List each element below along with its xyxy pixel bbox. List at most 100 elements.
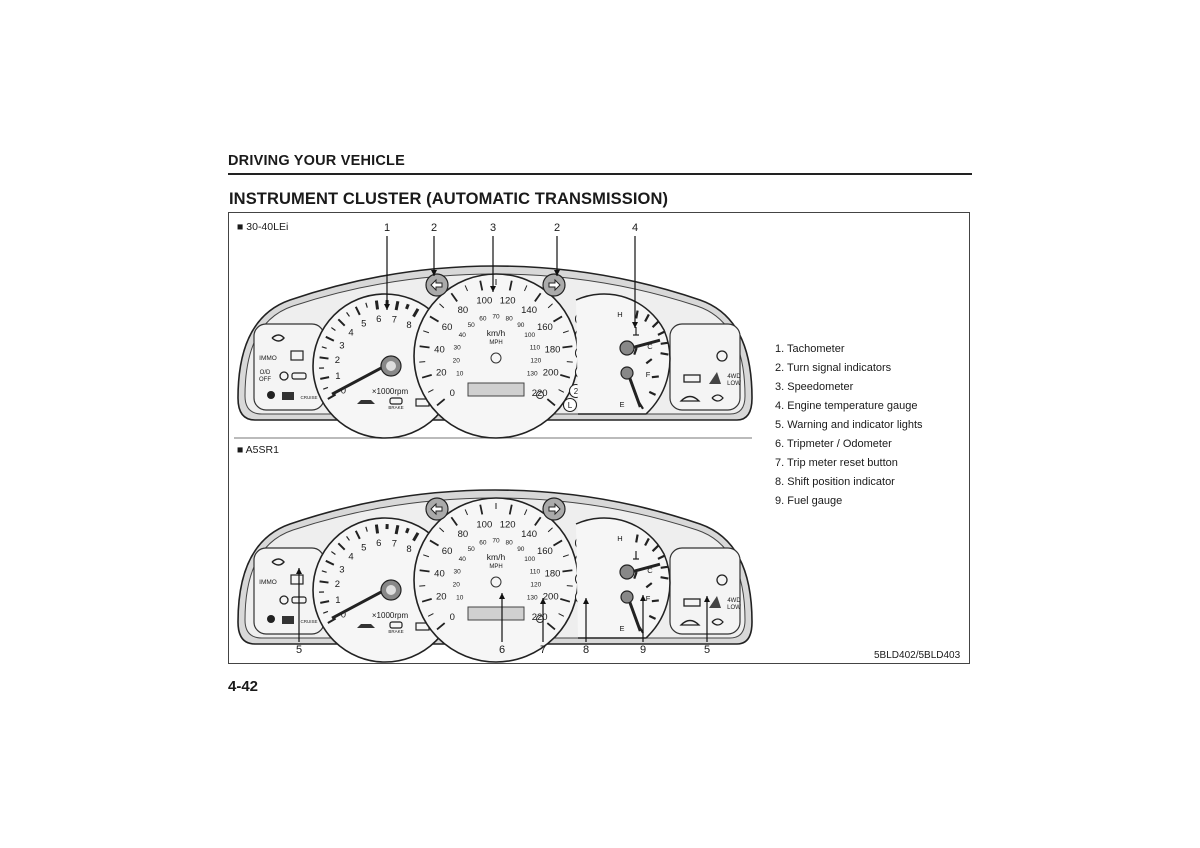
callout-line-head bbox=[431, 270, 437, 276]
tachometer-tick bbox=[374, 300, 380, 310]
callout-line-head bbox=[640, 595, 646, 601]
airbag-icon bbox=[267, 615, 275, 623]
speedometer-mph-label: 60 bbox=[479, 540, 487, 547]
tachometer-tick bbox=[394, 300, 400, 311]
fuel-gauge-hub bbox=[620, 366, 634, 380]
section-heading: DRIVING YOUR VEHICLE bbox=[228, 153, 405, 169]
speedometer-kmh-label: 80 bbox=[458, 305, 469, 316]
page-title: INSTRUMENT CLUSTER (AUTOMATIC TRANSMISSI… bbox=[229, 190, 669, 208]
tachometer-tick bbox=[331, 551, 336, 555]
temp-gauge-tick bbox=[635, 534, 639, 543]
callout-line-head bbox=[704, 596, 710, 602]
callout-line-head bbox=[296, 568, 302, 574]
fuel-gauge-tick bbox=[648, 390, 657, 396]
tachometer-tick bbox=[346, 536, 350, 541]
turn-left-arrow-icon bbox=[430, 278, 443, 292]
fuel-gauge-tick bbox=[651, 375, 659, 379]
tachometer-tick-label: 2 bbox=[335, 355, 340, 366]
tachometer-tick bbox=[405, 527, 410, 534]
speedometer-tick bbox=[423, 330, 430, 334]
fuel-gauge-needle bbox=[627, 599, 642, 632]
speedometer-kmh-label: 180 bbox=[545, 344, 561, 355]
temp-gauge-hub bbox=[619, 340, 635, 356]
tachometer-tick bbox=[323, 610, 329, 614]
legend-item: 3. Speedometer bbox=[775, 381, 854, 393]
tachometer-tick bbox=[319, 580, 329, 584]
immo-indicator: IMMO bbox=[259, 355, 277, 362]
tachometer-tick bbox=[412, 532, 420, 542]
temp-gauge-tick bbox=[651, 544, 660, 552]
speedometer-kmh-label: 180 bbox=[545, 568, 561, 579]
callout-number: 8 bbox=[583, 644, 589, 656]
speedometer-mph-label: 60 bbox=[479, 316, 487, 323]
speedometer-kmh-label: 100 bbox=[476, 296, 492, 307]
tachometer-unit-label: ×1000rpm bbox=[372, 611, 409, 620]
tachometer-tick bbox=[365, 526, 368, 532]
speedometer-tick bbox=[558, 613, 565, 617]
speedometer-mph-label: 100 bbox=[524, 556, 535, 563]
speedometer-kmh-label: 140 bbox=[521, 529, 537, 540]
temp-gauge-tick bbox=[660, 565, 669, 569]
speedometer-tick bbox=[479, 504, 484, 515]
speedometer-tick bbox=[421, 598, 432, 603]
speedometer-kmh-label: 120 bbox=[500, 520, 516, 531]
speedometer-kmh-label: 0 bbox=[450, 612, 455, 623]
tachometer-tick bbox=[346, 312, 350, 317]
check-engine-icon bbox=[282, 616, 294, 624]
speedometer-mph-label: 90 bbox=[517, 546, 525, 553]
tachometer-tick-label: 4 bbox=[348, 552, 353, 563]
tachometer-tick bbox=[374, 524, 380, 534]
speedometer-dial bbox=[413, 497, 579, 663]
tachometer-tick-label: 6 bbox=[376, 538, 381, 549]
seatbelt-icon bbox=[279, 595, 289, 605]
fuel-gauge-full-label: F bbox=[646, 370, 651, 379]
brake-indicator: BRAKE bbox=[388, 629, 403, 634]
speedometer-tick bbox=[436, 622, 446, 631]
callout-number: 2 bbox=[431, 222, 437, 234]
brake-warning-icon bbox=[716, 350, 728, 362]
legend-item: 5. Warning and indicator lights bbox=[775, 419, 923, 431]
speedometer-tick bbox=[508, 280, 513, 291]
tachometer-tick bbox=[320, 376, 330, 380]
page-number: 4-42 bbox=[228, 678, 259, 695]
od-off-indicator: OFF bbox=[259, 377, 271, 383]
speedometer-tick bbox=[464, 509, 468, 516]
brake-indicator: BRAKE bbox=[388, 405, 403, 410]
tachometer-hub-cap bbox=[386, 585, 396, 595]
tachometer-tick-label: 8 bbox=[406, 320, 411, 331]
callout-line-head bbox=[499, 593, 505, 599]
fourwd-icon bbox=[683, 374, 701, 383]
speedometer-kmh-label: 220 bbox=[532, 612, 548, 623]
tachometer-tick bbox=[337, 318, 346, 327]
callout-number: 5 bbox=[704, 644, 710, 656]
speedometer-mph-label: 90 bbox=[517, 322, 525, 329]
speedometer-tick bbox=[423, 554, 430, 558]
speedometer-unit-kmh: km/h bbox=[487, 552, 506, 562]
fuel-gauge-empty-label: E bbox=[619, 624, 624, 633]
figure-code: 5BLD402/5BLD403 bbox=[874, 650, 961, 661]
speedometer-tick bbox=[562, 569, 573, 573]
temp-gauge-tick bbox=[651, 320, 660, 328]
speedometer-mph-label: 30 bbox=[453, 568, 461, 575]
speedometer-tick bbox=[524, 509, 528, 516]
temp-gauge-tick bbox=[657, 330, 666, 336]
speedometer-tick bbox=[560, 598, 571, 603]
brake-warning-icon bbox=[716, 574, 728, 586]
gear-position-indicator bbox=[562, 397, 578, 413]
legend-list: 1. Tachometer 2. Turn signal indicators … bbox=[775, 340, 923, 511]
fuel-gauge-tick bbox=[633, 571, 638, 580]
temp-gauge-tick bbox=[644, 537, 650, 547]
speedometer-tick bbox=[439, 303, 445, 309]
vehicle-icon bbox=[291, 372, 307, 380]
tachometer-tick bbox=[394, 524, 400, 535]
temp-gauge-hot-label: H bbox=[617, 534, 622, 543]
speedometer-mph-label: 130 bbox=[527, 594, 538, 601]
tachometer-hub-cap bbox=[386, 361, 396, 371]
oil-pressure-icon bbox=[357, 624, 375, 628]
speedometer-mph-label: 120 bbox=[530, 582, 541, 589]
fuel-gauge-tick bbox=[651, 599, 659, 603]
speedometer-mph-label: 40 bbox=[459, 332, 467, 339]
speedometer-hub bbox=[490, 576, 502, 588]
seatbelt-icon bbox=[279, 371, 289, 381]
odometer-display bbox=[467, 382, 525, 397]
